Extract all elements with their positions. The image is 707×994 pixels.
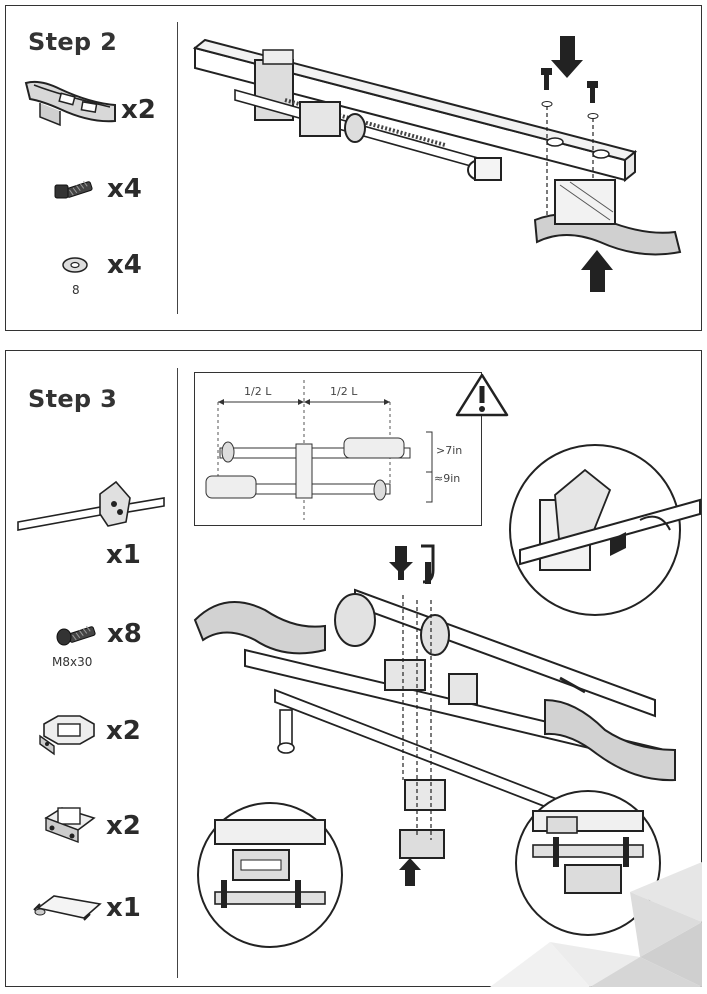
- step-3-assembly-illustration: [193, 544, 676, 886]
- strap-tray-icon: [33, 895, 102, 921]
- lower-gap-label: ≈9in: [434, 472, 460, 485]
- detail-magnifier-top: [509, 444, 701, 616]
- detail-magnifier-bottom-left: [197, 802, 343, 948]
- half-length-left-label: 1/2 L: [244, 385, 272, 398]
- detail-magnifier-bottom-right: [515, 790, 661, 936]
- step-3-qty-clamp: x2: [106, 716, 141, 746]
- step-2-qty-bolt: x4: [107, 174, 142, 204]
- clamp-bracket-icon: [39, 715, 95, 756]
- corner-decoration: [490, 862, 702, 987]
- cradle-icon: [24, 80, 116, 127]
- step-2-qty-cradle: x2: [121, 95, 156, 125]
- bolt-icon: [56, 625, 96, 646]
- step-3-divider: [177, 368, 178, 978]
- bolt-icon: [54, 180, 93, 199]
- step-2-divider: [177, 22, 178, 314]
- mounting-plate-icon: [44, 807, 96, 844]
- bolt-size-label: M8x30: [52, 655, 93, 669]
- dimension-diagram: 1/2 L 1/2 L >7in ≈9in: [205, 380, 462, 520]
- upper-gap-label: >7in: [436, 444, 462, 457]
- step-2-assembly-illustration: [192, 36, 682, 292]
- step-3-title: Step 3: [28, 385, 118, 413]
- crossbar-assembly-icon: [17, 480, 165, 531]
- warning-icon: [455, 373, 509, 417]
- step-3-qty-tray: x1: [106, 893, 141, 923]
- step-3-qty-bolt: x8: [107, 619, 142, 649]
- step-2-title: Step 2: [28, 28, 118, 56]
- step-3-qty-plate: x2: [106, 811, 141, 841]
- washer-size-label: 8: [72, 283, 80, 297]
- half-length-right-label: 1/2 L: [330, 385, 358, 398]
- washer-icon: [62, 257, 88, 273]
- step-3-qty-crossbar: x1: [106, 540, 141, 570]
- step-2-qty-washer: x4: [107, 250, 142, 280]
